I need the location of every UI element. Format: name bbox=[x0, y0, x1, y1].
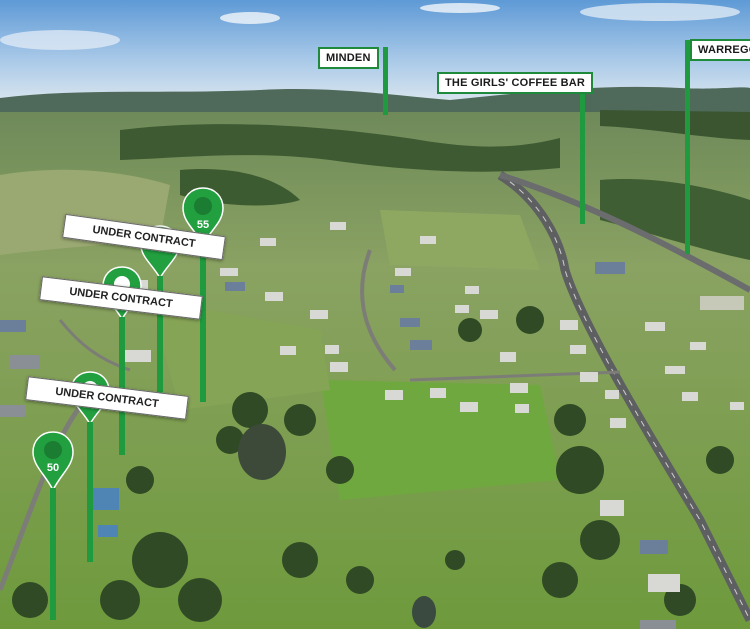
cloud bbox=[220, 12, 280, 24]
local-road bbox=[360, 249, 397, 372]
cloud bbox=[580, 3, 740, 21]
lot-pin-55-pole bbox=[200, 242, 206, 402]
lot-pin-50-number: 50 bbox=[46, 462, 60, 474]
highway bbox=[497, 171, 750, 623]
farm-dam bbox=[238, 424, 286, 480]
tree-clusters bbox=[12, 306, 734, 622]
lot-pin-pole bbox=[157, 276, 163, 406]
forest-patch bbox=[600, 179, 750, 260]
paddock bbox=[150, 300, 330, 410]
houses bbox=[0, 222, 744, 629]
lot-pin-55-number: 55 bbox=[196, 219, 210, 231]
cloud bbox=[0, 30, 120, 50]
motorway bbox=[499, 172, 750, 293]
warrego-pole bbox=[685, 40, 690, 254]
lot-pin-pole bbox=[87, 422, 93, 562]
forest-band bbox=[600, 110, 750, 140]
lot-pin-50-pole bbox=[50, 488, 56, 620]
lot-pin-pole bbox=[119, 317, 125, 455]
paddock bbox=[380, 210, 540, 270]
forest-band bbox=[120, 124, 560, 172]
place-label-minden: MINDEN bbox=[318, 47, 379, 69]
place-label-coffee-bar: THE GIRLS' COFFEE BAR bbox=[437, 72, 594, 94]
coffee-bar-pole bbox=[580, 72, 585, 224]
empty-lot bbox=[700, 296, 744, 310]
place-label-warrego: WARREGO bbox=[690, 39, 750, 61]
cloud bbox=[420, 3, 500, 13]
paddock bbox=[320, 380, 560, 500]
minden-pole bbox=[383, 47, 388, 115]
creek-pool bbox=[412, 596, 436, 628]
